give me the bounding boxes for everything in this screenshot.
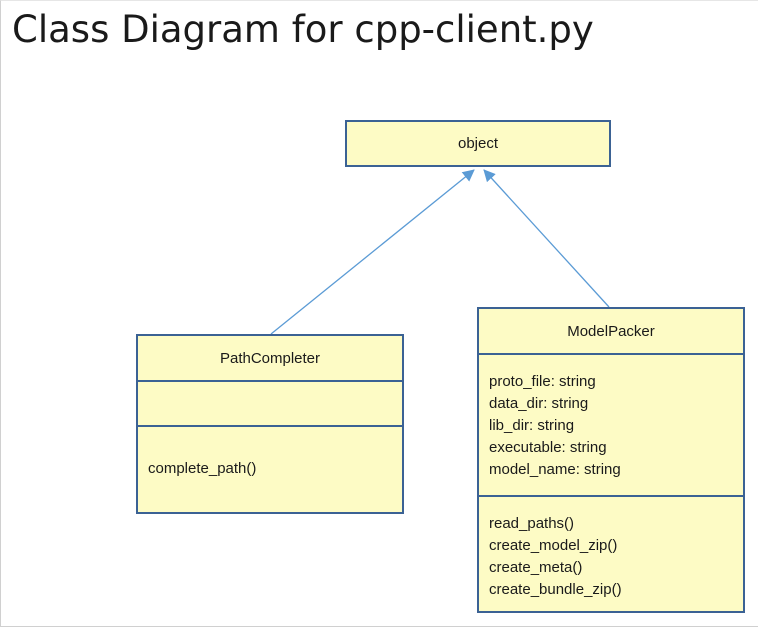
diagram-title: Class Diagram for cpp-client.py [12, 8, 594, 51]
class-modelpacker: ModelPacker proto_file: string data_dir:… [477, 307, 745, 613]
class-pathcompleter-attributes [138, 382, 402, 427]
class-modelpacker-methods: read_paths() create_model_zip() create_m… [479, 497, 743, 601]
attribute-item: executable: string [489, 439, 607, 456]
class-pathcompleter: PathCompleter complete_path() [136, 334, 404, 514]
method-item: complete_path() [148, 460, 257, 477]
attribute-item: proto_file: string [489, 373, 596, 390]
class-name: object [457, 135, 499, 152]
method-item: read_paths() [489, 515, 575, 532]
arrow-pathcompleter-to-object [270, 169, 475, 335]
method-item: create_bundle_zip() [489, 581, 622, 598]
class-pathcompleter-name-compartment: PathCompleter [138, 336, 402, 382]
class-modelpacker-name-compartment: ModelPacker [479, 309, 743, 355]
arrow-modelpacker-to-object [483, 169, 610, 308]
attribute-item: model_name: string [489, 461, 621, 478]
method-item: create_model_zip() [489, 537, 618, 554]
attribute-item: lib_dir: string [489, 417, 575, 434]
class-object-name-compartment: object [347, 122, 609, 165]
class-name: PathCompleter [219, 349, 321, 367]
class-name: ModelPacker [567, 322, 655, 340]
method-item: create_meta() [489, 559, 583, 576]
class-modelpacker-attributes: proto_file: string data_dir: string lib_… [479, 355, 743, 497]
class-pathcompleter-methods: complete_path() [138, 427, 402, 480]
class-object: object [345, 120, 611, 167]
attribute-item: data_dir: string [489, 395, 589, 412]
